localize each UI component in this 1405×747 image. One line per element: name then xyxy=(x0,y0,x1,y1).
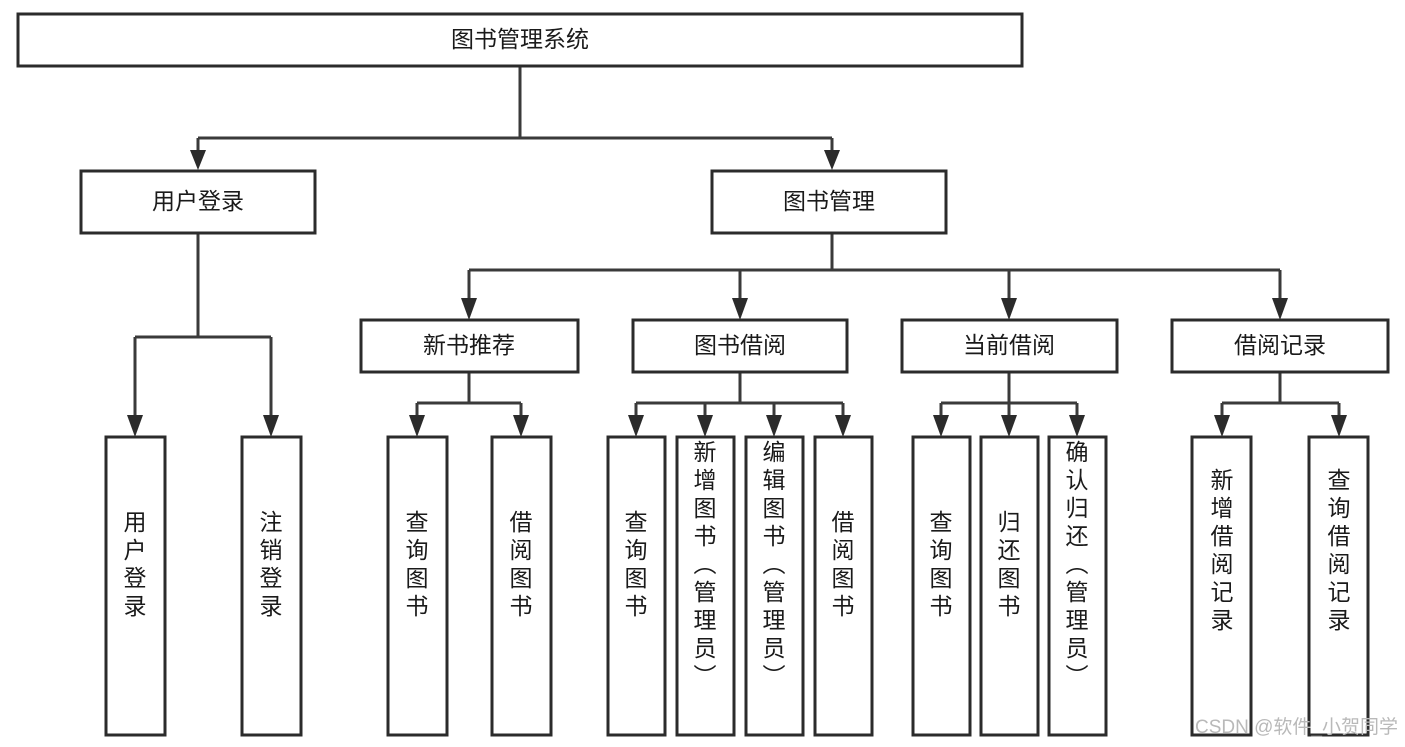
arrow-head-leaf-query-book-2 xyxy=(628,415,644,437)
node-leaf-edit-book-box[interactable] xyxy=(744,435,805,737)
node-new-book-recommend-label: 新书推荐 xyxy=(423,332,515,358)
node-book-borrow-label: 图书借阅 xyxy=(694,332,786,358)
node-root-box[interactable] xyxy=(16,12,1024,68)
node-new-book-recommend-box[interactable] xyxy=(359,318,580,374)
node-leaf-return-book[interactable]: 归还图书 xyxy=(979,435,1040,737)
arrow-head-leaf-confirm-return xyxy=(1069,415,1085,437)
node-leaf-return-book-label: 归还图书 xyxy=(998,509,1021,619)
node-leaf-add-book-box[interactable] xyxy=(675,435,736,737)
arrow-head-leaf-borrow-book-1 xyxy=(513,415,529,437)
node-leaf-borrow-book-2-box[interactable] xyxy=(813,435,874,737)
node-user-login-box[interactable] xyxy=(79,169,317,235)
node-leaf-add-record-box[interactable] xyxy=(1190,435,1253,737)
node-leaf-query-book-3-label: 查询图书 xyxy=(930,509,953,619)
node-leaf-query-book-3[interactable]: 查询图书 xyxy=(911,435,972,737)
arrow-head-borrow-record xyxy=(1272,298,1288,320)
connector-layer xyxy=(127,66,1347,437)
node-leaf-user-login-label: 用户登录 xyxy=(124,509,147,619)
arrow-head-user-login xyxy=(190,150,206,170)
node-leaf-query-book-1[interactable]: 查询图书 xyxy=(386,435,449,737)
node-leaf-query-book-3-box[interactable] xyxy=(911,435,972,737)
arrow-head-book-borrow xyxy=(732,298,748,320)
node-leaf-user-login[interactable]: 用户登录 xyxy=(104,435,167,737)
node-borrow-record[interactable]: 借阅记录 xyxy=(1170,318,1390,374)
arrow-head-leaf-return-book xyxy=(1001,415,1017,437)
node-leaf-query-book-2-label: 查询图书 xyxy=(625,509,648,619)
node-leaf-user-login-box[interactable] xyxy=(104,435,167,737)
node-current-borrow[interactable]: 当前借阅 xyxy=(900,318,1119,374)
arrow-head-leaf-add-book xyxy=(697,415,713,437)
node-leaf-user-logout-label: 注销登录 xyxy=(260,509,283,619)
arrow-head-leaf-add-record xyxy=(1214,415,1230,437)
arrow-head-current-borrow xyxy=(1001,298,1017,320)
node-new-book-recommend[interactable]: 新书推荐 xyxy=(359,318,580,374)
node-leaf-borrow-book-1-box[interactable] xyxy=(490,435,553,737)
node-book-borrow-box[interactable] xyxy=(631,318,849,374)
node-leaf-query-record[interactable]: 查询借阅记录 xyxy=(1307,435,1370,737)
node-current-borrow-label: 当前借阅 xyxy=(963,332,1055,358)
node-leaf-query-record-box[interactable] xyxy=(1307,435,1370,737)
node-leaf-add-record[interactable]: 新增借阅记录 xyxy=(1190,435,1253,737)
node-book-management[interactable]: 图书管理 xyxy=(710,169,948,235)
node-book-management-box[interactable] xyxy=(710,169,948,235)
node-leaf-query-book-1-box[interactable] xyxy=(386,435,449,737)
arrow-head-leaf-query-book-3 xyxy=(933,415,949,437)
arrow-head-new-book-recommend xyxy=(461,298,477,320)
node-leaf-borrow-book-1[interactable]: 借阅图书 xyxy=(490,435,553,737)
arrow-head-leaf-query-record xyxy=(1331,415,1347,437)
node-borrow-record-box[interactable] xyxy=(1170,318,1390,374)
node-leaf-query-book-2-box[interactable] xyxy=(606,435,667,737)
arrow-head-leaf-borrow-book-2 xyxy=(835,415,851,437)
node-leaf-query-book-2[interactable]: 查询图书 xyxy=(606,435,667,737)
arrow-head-leaf-user-login xyxy=(127,415,143,437)
node-leaf-borrow-book-2-label: 借阅图书 xyxy=(832,509,855,619)
node-leaf-edit-book-label: 编辑图书︵管理员︶ xyxy=(763,439,786,689)
node-leaf-query-record-label: 查询借阅记录 xyxy=(1328,467,1351,633)
node-leaf-return-book-box[interactable] xyxy=(979,435,1040,737)
node-leaf-query-book-1-label: 查询图书 xyxy=(406,509,429,619)
node-book-management-label: 图书管理 xyxy=(783,188,875,214)
node-leaf-confirm-return-box[interactable] xyxy=(1047,435,1108,737)
csdn-watermark: CSDN @软件_小贺同学 xyxy=(1195,716,1398,738)
node-leaf-borrow-book-1-label: 借阅图书 xyxy=(510,509,533,619)
arrow-head-leaf-user-logout xyxy=(263,415,279,437)
arrow-head-book-management xyxy=(824,150,840,170)
node-root[interactable]: 图书管理系统 xyxy=(16,12,1024,68)
node-user-login[interactable]: 用户登录 xyxy=(79,169,317,235)
node-leaf-user-logout[interactable]: 注销登录 xyxy=(240,435,303,737)
node-leaf-add-book-label: 新增图书︵管理员︶ xyxy=(694,439,717,689)
node-leaf-confirm-return[interactable]: 确认归还︵管理员︶ xyxy=(1047,435,1108,737)
node-root-label: 图书管理系统 xyxy=(451,26,589,52)
node-leaf-user-logout-box[interactable] xyxy=(240,435,303,737)
arrow-head-leaf-edit-book xyxy=(766,415,782,437)
node-leaf-borrow-book-2[interactable]: 借阅图书 xyxy=(813,435,874,737)
node-leaf-confirm-return-label: 确认归还︵管理员︶ xyxy=(1066,439,1089,689)
node-book-borrow[interactable]: 图书借阅 xyxy=(631,318,849,374)
arrow-head-leaf-query-book-1 xyxy=(409,415,425,437)
node-leaf-edit-book[interactable]: 编辑图书︵管理员︶ xyxy=(744,435,805,737)
node-current-borrow-box[interactable] xyxy=(900,318,1119,374)
node-user-login-label: 用户登录 xyxy=(152,188,244,214)
node-leaf-add-book[interactable]: 新增图书︵管理员︶ xyxy=(675,435,736,737)
node-leaf-add-record-label: 新增借阅记录 xyxy=(1211,467,1234,633)
node-borrow-record-label: 借阅记录 xyxy=(1234,332,1326,358)
